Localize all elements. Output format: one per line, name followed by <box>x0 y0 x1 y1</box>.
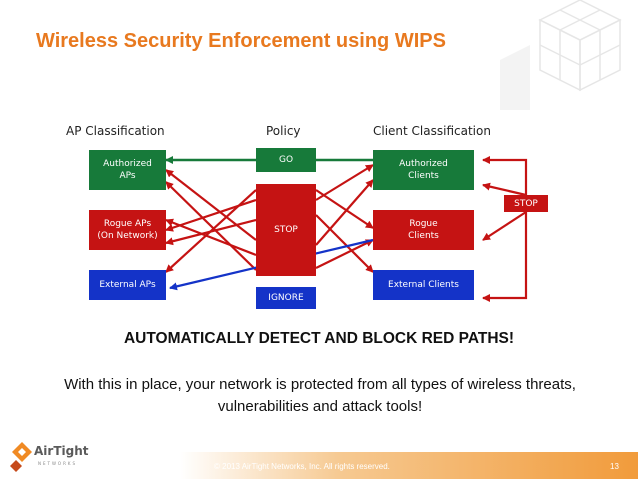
cube-decoration <box>500 0 622 110</box>
red-path <box>165 181 257 271</box>
client-classification-header: Client Classification <box>373 124 491 138</box>
red-path <box>315 179 374 246</box>
red-path <box>315 214 374 273</box>
rogue-aps-box: Rogue APs (On Network) <box>89 210 166 250</box>
headline: AUTOMATICALLY DETECT AND BLOCK RED PATHS… <box>123 330 515 347</box>
stop-policy-box: STOP <box>256 184 316 276</box>
logo-subtext: NETWORKS <box>38 461 78 466</box>
red-path <box>165 169 257 241</box>
red-path <box>482 212 528 302</box>
red-path <box>165 189 257 273</box>
airtight-logo <box>10 442 32 472</box>
red-path <box>165 218 257 257</box>
external-clients-box: External Clients <box>373 270 474 300</box>
policy-arrows <box>165 156 528 302</box>
policy-header: Policy <box>266 124 301 138</box>
page-title: Wireless Security Enforcement using WIPS <box>36 30 446 52</box>
go-policy-box: GO <box>256 148 316 172</box>
authorized-aps-box: Authorized APs <box>89 150 166 190</box>
page-number: 13 <box>610 462 619 471</box>
ap-classification-header: AP Classification <box>66 124 165 138</box>
authorized-clients-box: Authorized Clients <box>373 150 474 190</box>
rogue-clients-box: Rogue Clients <box>373 210 474 250</box>
body-text: With this in place, your network is prot… <box>64 376 576 415</box>
red-path <box>315 189 374 229</box>
footer-bar <box>180 452 638 479</box>
external-aps-box: External APs <box>89 270 166 300</box>
red-path <box>482 182 527 197</box>
red-path <box>482 211 527 241</box>
ignore-policy-box: IGNORE <box>256 287 316 309</box>
stop-loop-box: STOP <box>504 195 548 212</box>
logo-text: AirTight <box>34 444 89 458</box>
copyright-text: © 2013 AirTight Networks, Inc. All right… <box>214 462 390 471</box>
red-path <box>315 164 374 201</box>
red-path <box>315 239 374 269</box>
red-path <box>482 156 528 195</box>
